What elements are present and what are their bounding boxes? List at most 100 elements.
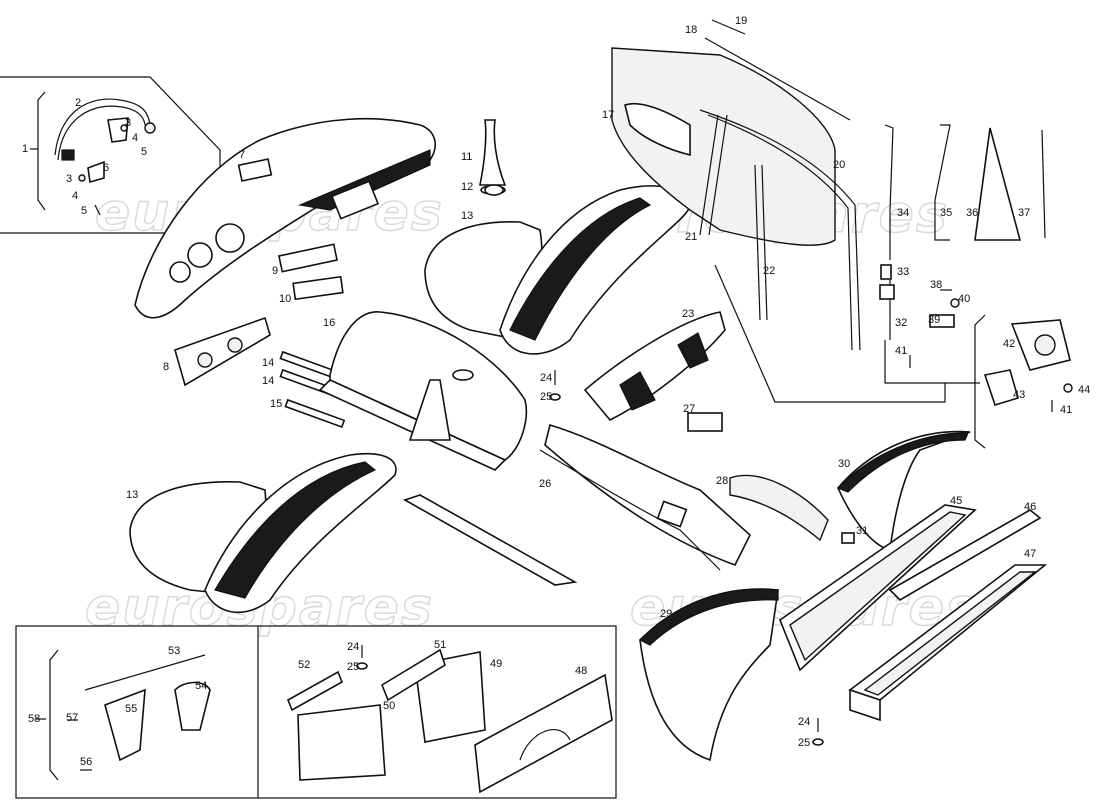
inset-boxes	[0, 76, 617, 799]
callout-24a: 24	[540, 372, 552, 384]
cable-end	[61, 149, 75, 161]
callout-3b: 3	[66, 173, 72, 185]
callout-43: 43	[1013, 389, 1025, 401]
callout-26: 26	[539, 478, 551, 490]
callout-41a: 41	[895, 345, 907, 357]
box-50	[297, 704, 386, 781]
callout-39: 39	[928, 314, 940, 326]
callout-47: 47	[1024, 548, 1036, 560]
console-tray-shade-1	[619, 371, 656, 411]
callout-29: 29	[660, 608, 672, 620]
callout-50: 50	[383, 700, 395, 712]
rear-panel-48	[474, 673, 613, 794]
callout-49: 49	[490, 658, 502, 670]
sill-cover-45-texture	[789, 511, 967, 662]
callout-7: 7	[239, 149, 245, 161]
callout-46: 46	[1024, 501, 1036, 513]
callout-4b: 4	[72, 190, 78, 202]
window-channel-21	[699, 114, 728, 236]
dashboard-shadow	[297, 149, 431, 211]
hinge-55	[104, 688, 146, 762]
callout-25a: 25	[540, 391, 552, 403]
screw-3a	[120, 124, 128, 132]
strip-46	[888, 509, 1042, 602]
callout-30: 30	[838, 458, 850, 470]
callout-28: 28	[716, 475, 728, 487]
strip-18	[704, 37, 851, 121]
washer-25b	[356, 662, 368, 670]
cable-part-outline	[57, 105, 147, 161]
sill-plate-texture	[863, 571, 1038, 696]
box-49	[414, 651, 486, 743]
panel-hole-1	[197, 352, 213, 368]
callout-53: 53	[168, 645, 180, 657]
callout-55: 55	[125, 703, 137, 715]
console-ashtray-slot	[656, 500, 688, 528]
bracket-51	[381, 648, 446, 702]
console-strip	[539, 449, 721, 571]
cable-part	[54, 98, 151, 156]
strip-37	[1041, 129, 1046, 239]
wheel-arch-29-edge	[638, 588, 779, 646]
clip-bracket	[107, 117, 129, 143]
callout-51: 51	[434, 639, 446, 651]
callout-57: 57	[66, 712, 78, 724]
callout-1: 1	[22, 143, 28, 155]
callout-58: 58	[28, 713, 40, 725]
leader-33-42	[884, 340, 980, 384]
callout-4a: 4	[132, 132, 138, 144]
callout-18: 18	[685, 24, 697, 36]
leader-21-43	[714, 264, 946, 403]
bracket-39	[929, 314, 955, 328]
callout-45: 45	[950, 495, 962, 507]
group-bracket-right	[974, 314, 986, 449]
window-channel-22	[754, 164, 768, 321]
callout-31: 31	[856, 525, 868, 537]
callout-36: 36	[966, 207, 978, 219]
regulator-hub	[1034, 334, 1056, 356]
callout-8: 8	[163, 361, 169, 373]
callout-56: 56	[80, 756, 92, 768]
clip-bracket-2	[87, 160, 105, 184]
group-bracket-58	[49, 649, 59, 781]
clip-33	[880, 264, 892, 280]
callout-37: 37	[1018, 207, 1030, 219]
dashboard-vent	[237, 158, 273, 182]
callout-25b: 25	[347, 661, 359, 673]
switch-panel-10	[292, 275, 344, 301]
callout-24c: 24	[798, 716, 810, 728]
door-pocket	[624, 102, 691, 157]
seat-runner	[403, 494, 578, 586]
inset-box-bottom	[15, 625, 617, 799]
parts-drawings	[49, 19, 1073, 794]
cable-eye	[144, 122, 156, 134]
callout-33: 33	[897, 266, 909, 278]
callout-27: 27	[683, 403, 695, 415]
instrument-panel	[174, 316, 271, 387]
callout-3a: 3	[125, 117, 131, 129]
callout-44: 44	[1078, 384, 1090, 396]
washer-44	[1063, 383, 1073, 393]
gear-boot	[479, 119, 507, 186]
callout-5a: 5	[141, 146, 147, 158]
callout-35: 35	[940, 207, 952, 219]
callout-10: 10	[279, 293, 291, 305]
gauge-2	[187, 242, 213, 268]
inset-box-top-left	[0, 76, 221, 234]
callout-5b: 5	[81, 205, 87, 217]
callout-13a: 13	[461, 210, 473, 222]
hinge-54	[174, 681, 211, 731]
console-tray-shade-2	[677, 332, 709, 369]
washer-25c	[812, 738, 824, 746]
long-console	[544, 423, 751, 566]
seat-back-rear-shadow	[214, 461, 377, 599]
window-frame-20	[699, 109, 861, 351]
callout-52: 52	[298, 659, 310, 671]
callout-20: 20	[833, 159, 845, 171]
callout-24b: 24	[347, 641, 359, 653]
callout-2: 2	[75, 97, 81, 109]
sill-plate-end	[849, 688, 881, 722]
leader-lines	[30, 91, 46, 720]
quarter-glass-36	[974, 127, 1022, 241]
callout-17: 17	[602, 109, 614, 121]
